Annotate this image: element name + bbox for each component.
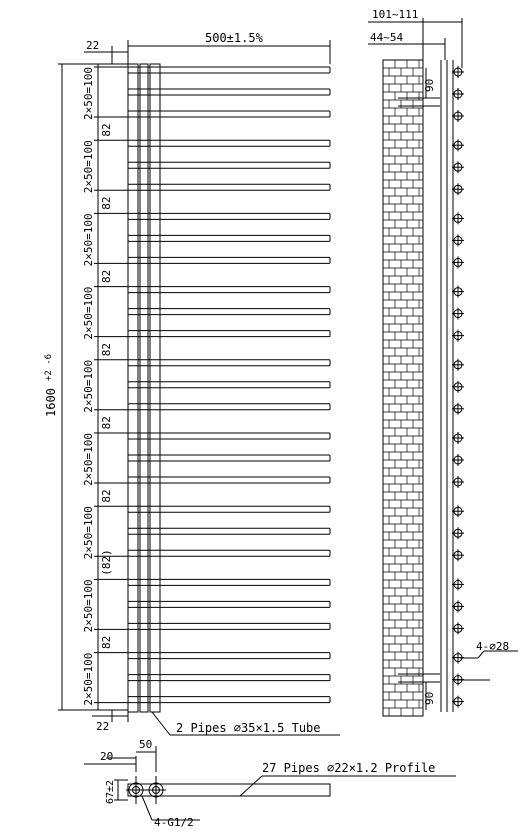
group-spacing-label: 2×50=100 — [82, 360, 95, 413]
wall-depth-inner-label: 44~54 — [370, 31, 403, 44]
width-top-label: 500±1.5% — [205, 31, 264, 45]
bottom-spacing-label: 50 — [139, 738, 152, 751]
horizontal-tube — [127, 622, 331, 630]
horizontal-tube — [127, 454, 331, 462]
bottom-view — [84, 746, 456, 821]
front-view — [58, 40, 340, 736]
horizontal-tube — [127, 549, 331, 557]
horizontal-tube — [127, 256, 331, 264]
offset-bottom-label: 22 — [96, 720, 109, 733]
horizontal-tube — [127, 578, 331, 586]
bracket-upper-label: 90 — [423, 79, 436, 92]
horizontal-tube — [127, 403, 331, 411]
gap-label: 82 — [100, 123, 113, 136]
height-total-tolerance: +2 -6 — [44, 354, 54, 381]
height-total-label: 1600 — [44, 388, 58, 417]
horizontal-tube — [127, 432, 331, 440]
horizontal-tube — [127, 88, 331, 96]
group-spacing-label: 2×50=100 — [82, 653, 95, 706]
pipes-vertical-label: 2 Pipes ∅35×1.5 Tube — [176, 721, 321, 735]
group-spacing-label: 2×50=100 — [82, 67, 95, 120]
horizontal-tube — [127, 696, 331, 704]
gap-label: 82 — [100, 343, 113, 356]
gap-label: (82) — [100, 549, 113, 576]
horizontal-tube — [127, 476, 331, 484]
horizontal-tube — [127, 381, 331, 389]
bottom-offset-label: 20 — [100, 750, 113, 763]
horizontal-tube — [127, 505, 331, 513]
horizontal-tube — [127, 110, 331, 118]
offset-top-label: 22 — [86, 39, 99, 52]
horizontal-tube — [127, 527, 331, 535]
horizontal-tube — [127, 286, 331, 294]
horizontal-tube — [127, 234, 331, 242]
gap-label: 82 — [100, 197, 113, 210]
bracket-lower-label: 90 — [423, 692, 436, 705]
horizontal-tube — [127, 359, 331, 367]
group-spacing-label: 2×50=100 — [82, 213, 95, 266]
pipes-horizontal-label: 27 Pipes ∅22×1.2 Profile — [262, 761, 435, 775]
horizontal-tube — [127, 330, 331, 338]
horizontal-tube — [127, 161, 331, 169]
horizontal-tube — [127, 183, 331, 191]
group-spacing-label: 2×50=100 — [82, 579, 95, 632]
horizontal-tube — [127, 139, 331, 147]
group-spacing-label: 2×50=100 — [82, 287, 95, 340]
bottom-height-label: 67±2 — [105, 780, 116, 804]
gap-label: 82 — [100, 636, 113, 649]
mounting-holes-label: 4-∅28 — [476, 640, 509, 653]
gap-label: 82 — [100, 270, 113, 283]
group-spacing-label: 2×50=100 — [82, 506, 95, 559]
horizontal-tube — [127, 212, 331, 220]
group-spacing-label: 2×50=100 — [82, 433, 95, 486]
wall-depth-outer-label: 101~111 — [372, 8, 418, 21]
gap-label: 82 — [100, 416, 113, 429]
horizontal-tube — [127, 600, 331, 608]
horizontal-tubes — [127, 66, 331, 704]
side-view — [368, 18, 518, 717]
horizontal-tube — [127, 674, 331, 682]
gap-label: 82 — [100, 489, 113, 502]
horizontal-tube — [127, 66, 331, 74]
group-spacing-label: 2×50=100 — [82, 140, 95, 193]
connections-label: 4-G1/2 — [154, 816, 194, 829]
horizontal-tube — [127, 652, 331, 660]
horizontal-tube — [127, 308, 331, 316]
